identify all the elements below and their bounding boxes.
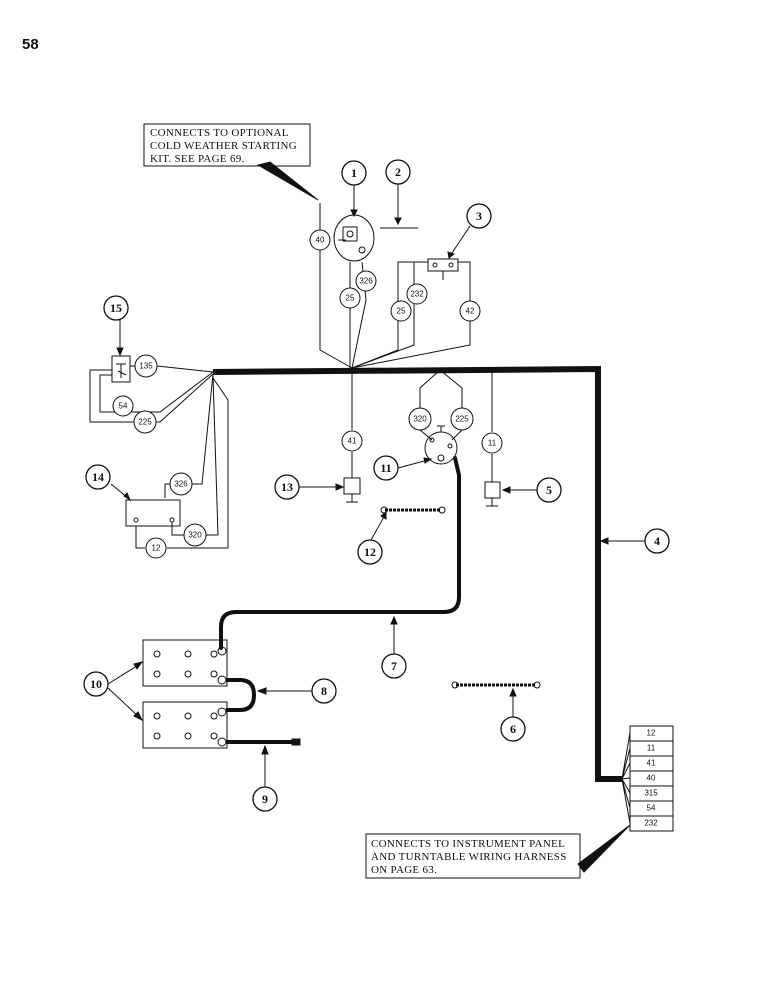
jumper-cable-8 (226, 678, 257, 712)
callout-3: 3 (476, 209, 482, 223)
callout-14: 14 (92, 470, 104, 484)
instrument-panel-note-line-2: AND TURNTABLE WIRING HARNESS (371, 851, 567, 863)
terminal-232: 232 (644, 819, 658, 828)
wire-label-25: 25 (346, 294, 355, 303)
cold-weather-note-box (143, 123, 311, 167)
box-14 (125, 499, 181, 527)
callout-4: 4 (654, 534, 660, 548)
cold-weather-note-line-3: KIT. SEE PAGE 69. (150, 153, 245, 165)
wire-label-41: 41 (348, 437, 357, 446)
wire-label-25-relay: 25 (397, 307, 406, 316)
terminal-11: 11 (647, 744, 656, 753)
wire-40-line (319, 203, 353, 369)
instrument-panel-note-line-3: ON PAGE 63. (371, 864, 437, 876)
connector-block (629, 725, 674, 832)
instrument-panel-note-line-1: CONNECTS TO INSTRUMENT PANEL (371, 838, 565, 850)
wire-label-326-box: 326 (174, 480, 188, 489)
callout-2: 2 (395, 165, 401, 179)
callout-12: 12 (364, 545, 376, 559)
terminal-40: 40 (647, 774, 656, 783)
callout-6: 6 (510, 722, 516, 736)
page-number: 58 (22, 36, 39, 53)
cold-weather-note-line-2: COLD WEATHER STARTING (150, 140, 297, 152)
main-harness (212, 365, 622, 782)
alternator-1 (333, 214, 375, 262)
callout-5: 5 (546, 483, 552, 497)
callout-10: 10 (90, 677, 102, 691)
callout-11: 11 (380, 461, 391, 475)
terminal-12: 12 (647, 729, 656, 738)
callout-13: 13 (281, 480, 293, 494)
wire-label-320-sender: 320 (413, 415, 427, 424)
callout-8: 8 (321, 684, 327, 698)
callout-9: 9 (262, 792, 268, 806)
wire-label-11: 11 (488, 439, 497, 448)
wire-label-320: 320 (188, 531, 202, 540)
wire-label-135: 135 (139, 362, 153, 371)
wire-label-232: 232 (410, 290, 424, 299)
instrument-panel-note-box (365, 833, 581, 879)
callout-7: 7 (391, 659, 397, 673)
callout-1: 1 (351, 166, 357, 180)
terminal-54: 54 (647, 804, 656, 813)
callout-15: 15 (110, 301, 122, 315)
cold-weather-leader (256, 161, 319, 201)
battery-10-bottom (142, 701, 228, 749)
wire-label-12: 12 (152, 544, 161, 553)
battery-cable-7 (219, 456, 461, 650)
wire-label-326: 326 (359, 277, 373, 286)
wire-label-40: 40 (316, 236, 325, 245)
cold-weather-note-line-1: CONNECTS TO OPTIONAL (150, 127, 289, 139)
wire-label-54: 54 (119, 402, 128, 411)
battery-10-top (142, 639, 228, 687)
switch-15 (111, 355, 131, 383)
instrument-panel-leader (577, 824, 631, 873)
terminal-315: 315 (644, 789, 658, 798)
wire-label-225-sender: 225 (455, 415, 469, 424)
wire-label-225: 225 (138, 418, 152, 427)
wire-label-42: 42 (466, 307, 475, 316)
terminal-41: 41 (647, 759, 656, 768)
